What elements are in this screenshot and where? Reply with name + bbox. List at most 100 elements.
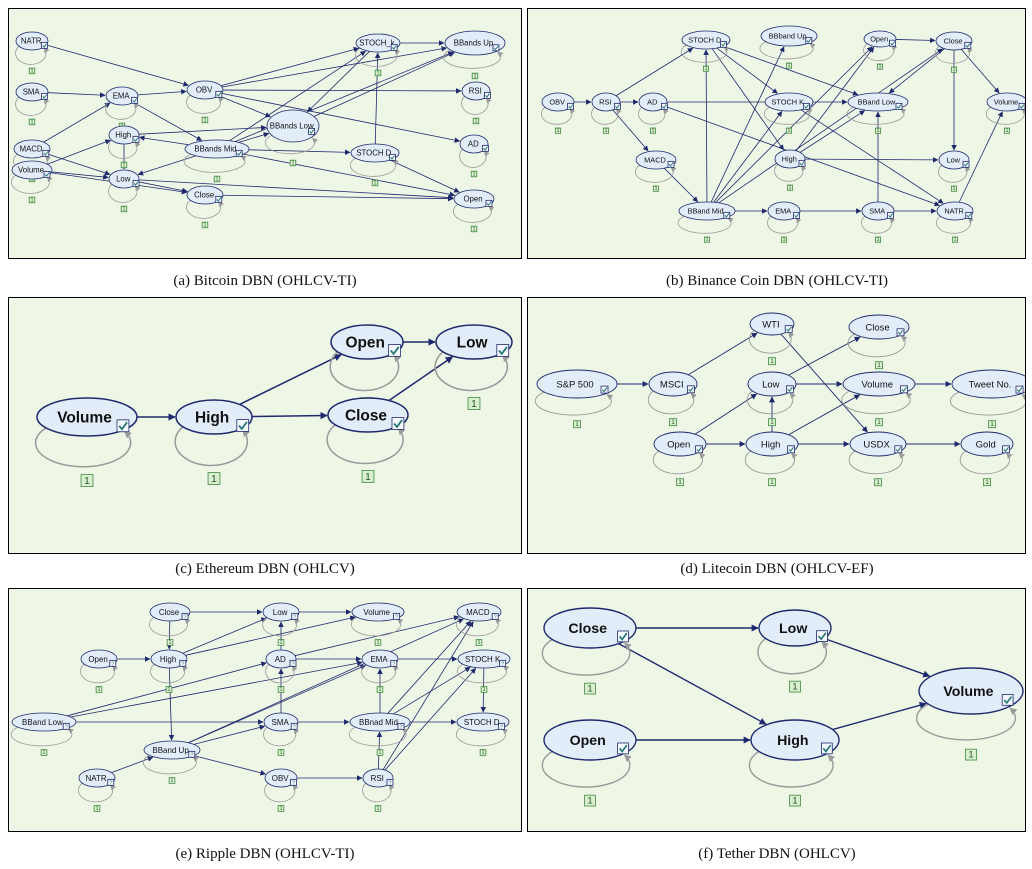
edge-layer: [617, 332, 961, 447]
node-usdx[interactable]: USDX: [849, 431, 907, 457]
node-label: High: [777, 733, 808, 749]
node-close[interactable]: Close: [848, 314, 910, 340]
lag-badge-value: 1: [770, 480, 774, 486]
node-high[interactable]: High: [774, 149, 806, 169]
node-stoch-k[interactable]: STOCH_k: [355, 33, 401, 53]
node-bbband-up[interactable]: BBband Up: [760, 25, 818, 47]
node-bbands-up[interactable]: BBands Up: [444, 30, 506, 56]
node-stoch-k[interactable]: STOCH K?: [457, 649, 511, 669]
node-volume[interactable]: Volume: [842, 371, 916, 397]
node-ema[interactable]: EMA?: [361, 649, 399, 669]
node-bbands-low[interactable]: BBands Low: [266, 109, 320, 143]
node-label: Low: [116, 175, 131, 184]
node-macd[interactable]: MACD?: [456, 602, 502, 622]
node-wti[interactable]: WTI: [749, 312, 795, 336]
svg-text:?: ?: [183, 614, 186, 620]
node-close[interactable]: Close?: [149, 602, 191, 622]
node-label: Volume: [363, 608, 390, 617]
node-high[interactable]: High: [175, 399, 253, 435]
node-bbands-mid[interactable]: BBands Mid: [184, 139, 250, 159]
node-bband-mid[interactable]: BBand Mid: [678, 201, 736, 221]
node-sma[interactable]: SMA: [861, 201, 895, 221]
svg-text:?: ?: [109, 780, 112, 786]
node-rsi[interactable]: RSI: [461, 81, 491, 101]
node-obv[interactable]: OBV: [186, 80, 224, 100]
node-tweet-no[interactable]: Tweet No.: [951, 369, 1026, 399]
node-high[interactable]: High: [108, 125, 140, 145]
node-low[interactable]: Low: [435, 324, 513, 360]
node-label: Close: [194, 191, 214, 200]
node-label: SMA: [23, 88, 41, 97]
node-label: AD: [647, 98, 657, 107]
node-open[interactable]: Open: [653, 431, 707, 457]
node-bband-low[interactable]: BBand Low: [847, 92, 909, 112]
node-volume[interactable]: Volume?: [351, 602, 405, 622]
lag-badge: [120, 161, 128, 169]
self-loop-ad: 1: [265, 663, 298, 693]
lag-badge-value: 1: [478, 640, 481, 646]
node-open[interactable]: Open?: [80, 649, 118, 669]
node-bband-up[interactable]: BBand Up?: [143, 740, 201, 760]
node-label: AD: [275, 655, 286, 664]
node-rsi[interactable]: RSI?: [362, 768, 394, 788]
lag-badge: [467, 397, 481, 410]
node-macd[interactable]: MACD: [13, 139, 51, 159]
node-low[interactable]: Low: [108, 169, 140, 189]
node-obv[interactable]: OBV: [541, 92, 575, 112]
node-bbnad-mid[interactable]: BBnad Mid?: [349, 712, 411, 732]
node-ad[interactable]: AD: [638, 92, 668, 112]
node-low[interactable]: Low: [938, 150, 970, 170]
node-close[interactable]: Close: [935, 31, 973, 51]
node-ema[interactable]: EMA: [767, 201, 801, 221]
lag-badge-value: 1: [475, 119, 478, 125]
lag-badge-value: 1: [605, 128, 608, 134]
check-icon: [483, 91, 491, 99]
node-stoch-d[interactable]: STOCH D?: [456, 712, 510, 732]
node-natr[interactable]: NATR: [15, 31, 49, 51]
node-high[interactable]: High: [745, 431, 799, 457]
self-loop-low: 1: [938, 164, 971, 192]
node-obv[interactable]: OBV?: [264, 768, 298, 788]
svg-text:?: ?: [65, 724, 68, 730]
node-close[interactable]: Close: [186, 185, 224, 205]
node-low[interactable]: Low: [758, 609, 832, 647]
check-icon: [215, 195, 223, 203]
node-sma[interactable]: SMA: [15, 82, 49, 102]
node-natr[interactable]: NATR: [936, 201, 974, 221]
panel-a-bitcoin: 11111111111111111NATRSMAEMAOBVSTOCH_kBBa…: [8, 8, 522, 259]
node-high[interactable]: High: [750, 719, 840, 761]
node-close[interactable]: Close: [327, 397, 409, 433]
node-sma[interactable]: SMA?: [263, 712, 299, 732]
node-stoch-d[interactable]: STOCH D: [681, 30, 731, 50]
node-ad[interactable]: AD?: [265, 649, 297, 669]
edge-bband-up-to-ema: [188, 664, 367, 744]
lag-badge: [374, 639, 382, 646]
node-msci[interactable]: MSCI: [648, 371, 698, 397]
node-macd[interactable]: MACD: [635, 150, 677, 170]
question-icon: ?: [397, 722, 405, 730]
node-open[interactable]: Open: [453, 189, 495, 209]
node-open[interactable]: Open: [543, 719, 637, 761]
node-open[interactable]: Open: [863, 30, 897, 48]
node-open[interactable]: Open: [330, 324, 404, 360]
node-gold[interactable]: Gold: [960, 431, 1014, 457]
node-ad[interactable]: AD: [459, 134, 489, 154]
node-volume[interactable]: Volume: [986, 92, 1026, 112]
node-stoch-k[interactable]: STOCH K: [764, 92, 814, 112]
node-volume[interactable]: Volume: [36, 397, 138, 437]
node-natr[interactable]: NATR?: [78, 768, 116, 788]
self-loop-low: 1: [262, 616, 300, 646]
node-ema[interactable]: EMA: [105, 86, 139, 106]
node-s-p-500[interactable]: S&P 500: [536, 369, 618, 399]
node-bband-low[interactable]: BBand Low?: [11, 712, 77, 732]
node-volume[interactable]: Volume: [918, 667, 1024, 715]
self-loop-sma: 1: [861, 215, 896, 243]
node-low[interactable]: Low?: [262, 602, 300, 622]
node-close[interactable]: Close: [543, 607, 637, 649]
node-low[interactable]: Low: [747, 371, 797, 397]
node-high[interactable]: High?: [150, 649, 188, 669]
node-stoch-d[interactable]: STOCH D: [350, 143, 400, 163]
node-volume[interactable]: Volume: [11, 160, 53, 180]
node-rsi[interactable]: RSI: [591, 92, 621, 112]
